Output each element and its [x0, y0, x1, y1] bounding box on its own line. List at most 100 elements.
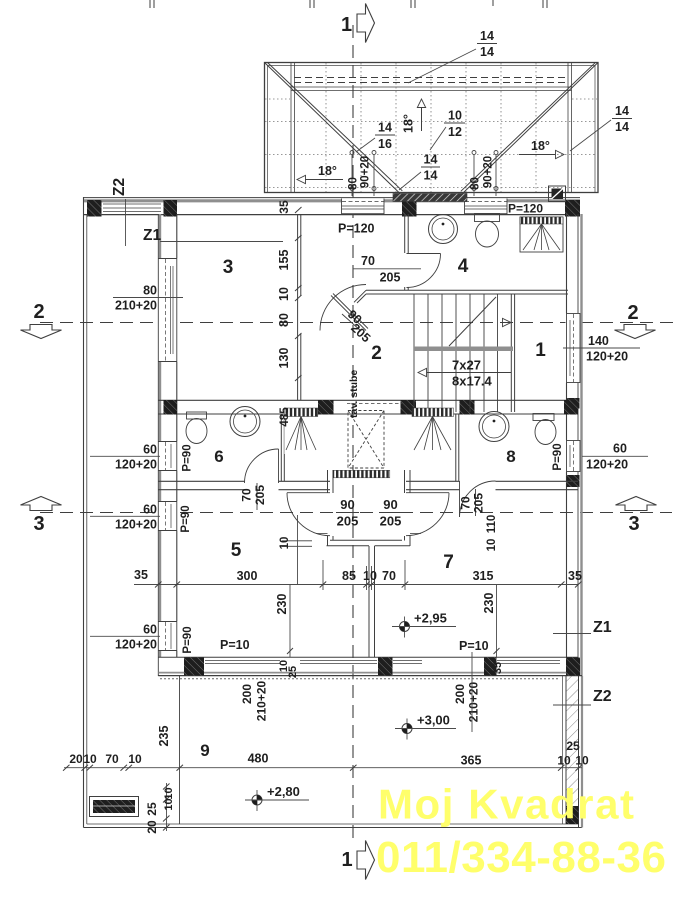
- svg-text:60: 60: [143, 502, 157, 516]
- svg-text:35: 35: [568, 569, 582, 583]
- svg-text:10: 10: [448, 109, 462, 123]
- svg-text:25: 25: [566, 739, 580, 753]
- svg-text:9: 9: [200, 741, 209, 760]
- svg-text:8x17.4: 8x17.4: [452, 374, 493, 389]
- svg-text:P=90: P=90: [182, 626, 194, 653]
- svg-text:P=10: P=10: [459, 639, 489, 653]
- svg-text:14: 14: [378, 121, 392, 135]
- svg-text:1: 1: [341, 14, 352, 36]
- svg-text:60: 60: [143, 442, 157, 456]
- svg-text:300: 300: [237, 569, 258, 583]
- svg-text:60: 60: [613, 441, 627, 455]
- svg-text:P=90: P=90: [180, 505, 192, 532]
- svg-text:3: 3: [33, 513, 44, 535]
- svg-text:35: 35: [277, 200, 291, 214]
- svg-text:205: 205: [253, 485, 267, 505]
- svg-text:14: 14: [480, 45, 494, 59]
- svg-text:25: 25: [145, 802, 159, 816]
- svg-text:1: 1: [341, 849, 352, 871]
- svg-text:365: 365: [461, 754, 482, 768]
- svg-text:120+20: 120+20: [115, 638, 157, 652]
- svg-text:210+20: 210+20: [255, 680, 269, 721]
- svg-text:70: 70: [240, 488, 254, 502]
- svg-text:80: 80: [143, 284, 157, 298]
- svg-text:210+20: 210+20: [115, 299, 157, 313]
- svg-text:10: 10: [277, 287, 291, 301]
- svg-text:16: 16: [378, 137, 392, 151]
- svg-text:230: 230: [482, 593, 496, 614]
- svg-text:10: 10: [486, 539, 498, 552]
- svg-text:235: 235: [157, 726, 171, 747]
- svg-text:205: 205: [472, 493, 486, 513]
- svg-text:Moj Kvadrat: Moj Kvadrat: [378, 781, 634, 828]
- svg-text:120+20: 120+20: [586, 458, 628, 472]
- svg-text:10: 10: [163, 798, 175, 810]
- svg-text:Z1: Z1: [143, 227, 161, 244]
- svg-text:35: 35: [134, 568, 148, 582]
- svg-text:120+20: 120+20: [115, 458, 157, 472]
- svg-text:5: 5: [231, 540, 242, 561]
- svg-text:2: 2: [627, 302, 638, 324]
- svg-text:18°: 18°: [402, 114, 416, 133]
- svg-text:205: 205: [380, 271, 401, 285]
- svg-text:80: 80: [277, 313, 291, 327]
- svg-text:14: 14: [480, 29, 494, 43]
- svg-text:90+20: 90+20: [483, 156, 495, 188]
- svg-text:10: 10: [363, 569, 377, 583]
- svg-text:25: 25: [287, 666, 299, 678]
- svg-text:20: 20: [69, 752, 83, 766]
- svg-text:011/334-88-36: 011/334-88-36: [376, 833, 666, 882]
- svg-text:10: 10: [128, 752, 142, 766]
- svg-text:2: 2: [371, 343, 382, 364]
- svg-text:14: 14: [424, 153, 438, 167]
- svg-text:8: 8: [506, 447, 515, 466]
- svg-text:485: 485: [279, 407, 291, 427]
- svg-text:35: 35: [492, 662, 504, 674]
- svg-text:7x27: 7x27: [452, 358, 481, 373]
- svg-text:Z1: Z1: [593, 619, 612, 636]
- svg-text:20: 20: [145, 820, 159, 834]
- svg-text:1: 1: [535, 340, 546, 361]
- svg-text:14: 14: [424, 169, 438, 183]
- svg-text:P=120: P=120: [338, 222, 375, 236]
- svg-text:10: 10: [163, 787, 175, 799]
- svg-text:3: 3: [628, 513, 639, 535]
- svg-text:P=10: P=10: [220, 638, 250, 652]
- svg-text:200: 200: [240, 684, 254, 704]
- svg-text:155: 155: [277, 250, 291, 271]
- svg-text:+2,80: +2,80: [267, 784, 300, 799]
- svg-text:120+20: 120+20: [586, 350, 628, 364]
- svg-text:110: 110: [486, 515, 498, 534]
- svg-text:18°: 18°: [531, 139, 550, 153]
- svg-text:10: 10: [83, 752, 97, 766]
- svg-text:480: 480: [248, 752, 269, 766]
- svg-text:60: 60: [143, 622, 157, 636]
- svg-text:Z2: Z2: [593, 688, 612, 705]
- svg-text:140: 140: [588, 334, 609, 348]
- svg-text:205: 205: [337, 514, 359, 529]
- svg-text:130: 130: [277, 348, 291, 369]
- svg-text:85: 85: [342, 569, 356, 583]
- svg-text:10: 10: [575, 754, 589, 768]
- svg-text:80: 80: [470, 177, 482, 190]
- svg-text:+3,00: +3,00: [417, 713, 450, 728]
- svg-text:10: 10: [278, 660, 290, 672]
- svg-text:10: 10: [279, 537, 291, 550]
- svg-text:7: 7: [443, 552, 454, 573]
- svg-text:12: 12: [448, 125, 462, 139]
- svg-text:70: 70: [459, 496, 473, 510]
- svg-text:315: 315: [473, 569, 494, 583]
- svg-text:14: 14: [615, 104, 629, 118]
- svg-text:90: 90: [340, 497, 354, 512]
- svg-text:205: 205: [380, 514, 402, 529]
- svg-text:70: 70: [361, 254, 375, 268]
- svg-text:70: 70: [105, 752, 119, 766]
- svg-text:P=120: P=120: [508, 202, 543, 216]
- svg-text:70: 70: [382, 569, 396, 583]
- svg-text:2: 2: [33, 301, 44, 323]
- svg-text:80: 80: [348, 177, 360, 190]
- svg-text:18°: 18°: [318, 164, 337, 178]
- svg-text:90: 90: [383, 497, 397, 512]
- svg-text:120+20: 120+20: [115, 518, 157, 532]
- svg-text:210+20: 210+20: [467, 681, 481, 722]
